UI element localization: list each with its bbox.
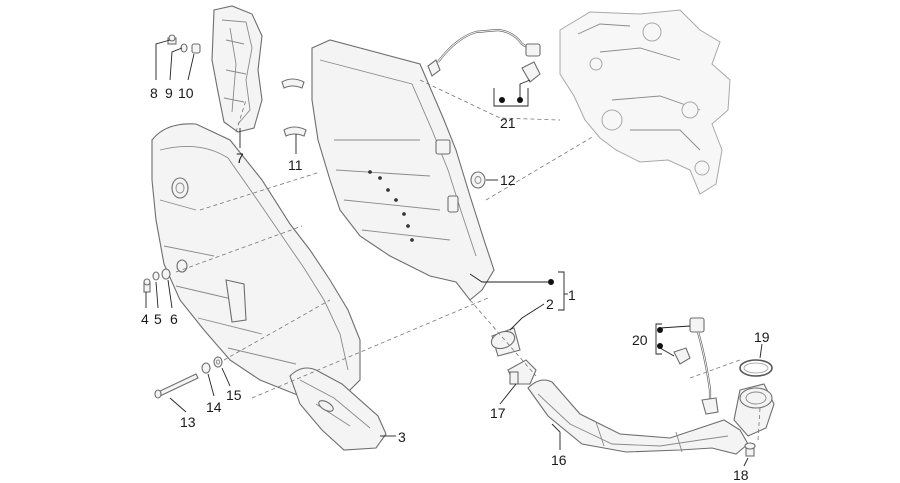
callout-21: 21 (500, 115, 516, 131)
callout-17: 17 (490, 405, 506, 421)
callout-7: 7 (236, 150, 244, 166)
screw-8 (167, 34, 177, 45)
bolt-18 (744, 442, 756, 457)
clamp-17 (507, 359, 537, 385)
bolt-13 (154, 373, 199, 399)
callout-12: 12 (500, 172, 516, 188)
callout-13: 13 (180, 414, 196, 430)
grommet-6 (161, 268, 171, 280)
callout-10: 10 (178, 85, 194, 101)
exhaust-pipe (527, 379, 749, 455)
washer-14 (201, 362, 211, 374)
converter-housing (311, 39, 495, 301)
callout-16: 16 (551, 452, 567, 468)
callout-15: 15 (226, 387, 242, 403)
engine-crankcase-outline (559, 9, 731, 195)
group-bracket-20 (655, 323, 663, 355)
callout-14: 14 (206, 399, 222, 415)
oxygen-sensor-20 (673, 317, 719, 415)
callout-4: 4 (141, 311, 149, 327)
gasket-2 (490, 327, 521, 357)
lambda-sensor-cable (427, 28, 541, 83)
washer-5 (152, 271, 160, 281)
nut-10 (191, 43, 201, 54)
group-bracket-1 (548, 271, 568, 311)
nut-12 (470, 171, 486, 189)
housing-holes (368, 170, 414, 242)
heat-shield-upper (211, 5, 263, 133)
callout-5: 5 (154, 311, 162, 327)
callout-19: 19 (754, 329, 770, 345)
screw-4 (143, 278, 151, 293)
alignment-lines (175, 79, 761, 441)
callout-3: 3 (398, 429, 406, 445)
sealing-ring-19 (739, 359, 773, 377)
callout-11: 11 (288, 157, 303, 173)
callout-9: 9 (165, 85, 173, 101)
callout-2: 2 (546, 296, 554, 312)
clip-11 (281, 78, 307, 137)
muffler-body (151, 123, 361, 401)
muffler-end-cap (289, 367, 387, 451)
callout-6: 6 (170, 311, 178, 327)
callout-20: 20 (632, 332, 648, 348)
callout-18: 18 (733, 467, 749, 483)
callout-8: 8 (150, 85, 158, 101)
callout-1: 1 (568, 287, 576, 303)
exhaust-flange (733, 383, 775, 437)
washer-15 (213, 356, 223, 368)
group-bracket-21 (493, 88, 529, 107)
leader-lines (145, 39, 763, 467)
